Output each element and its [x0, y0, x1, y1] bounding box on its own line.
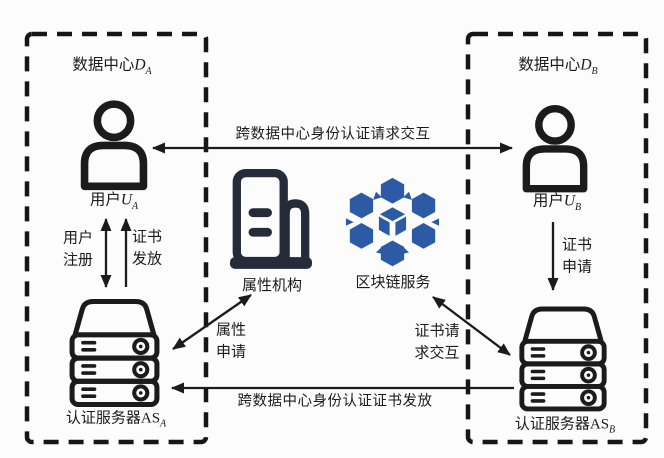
blockchain-shapes [345, 177, 440, 267]
user-b-head [535, 104, 575, 145]
server-a-label-cn: 认证服务器 [65, 410, 141, 427]
building-shapes [229, 168, 313, 269]
attr-apply-line2: 申请 [215, 344, 247, 360]
server-b-details [530, 344, 597, 407]
user-b-icon [522, 104, 588, 193]
cert-issue-line2: 发放 [131, 251, 163, 267]
server-a-icon [69, 298, 160, 408]
attr-apply-label: 属性 申请 [216, 320, 246, 364]
user-b-label: 用户UB [533, 191, 581, 216]
cross-issue-label: 跨数据中心身份认证证书发放 [237, 393, 433, 410]
server-b-label-sub: B [609, 424, 616, 436]
user-b-label-var: U [563, 192, 576, 210]
server-b-shapes [519, 306, 607, 412]
user-a-head [93, 100, 135, 142]
user-register-label: 用户 注册 [63, 228, 93, 272]
cert-apply-label: 证书 申请 [562, 235, 592, 279]
datacenter-a-title-cn: 数据中心 [72, 56, 135, 74]
user-b-label-cn: 用户 [532, 192, 564, 210]
attribute-authority-icon [229, 168, 313, 269]
cert-request-arrow [432, 296, 511, 356]
attribute-authority-label: 属性机构 [241, 278, 303, 295]
user-a-body [80, 141, 148, 191]
datacenter-b-title-sub: B [591, 65, 598, 77]
cert-apply-line1: 证书 [561, 237, 593, 254]
cert-issue-line1: 证书 [131, 229, 163, 246]
datacenter-a-box [24, 31, 209, 445]
user-a-label-var: U [120, 191, 133, 209]
cert-issue-label: 证书 发放 [132, 227, 162, 271]
server-b-label-cn: 认证服务器 [514, 416, 590, 433]
datacenter-b-title-cn: 数据中心 [518, 56, 581, 74]
user-b-body [522, 145, 588, 193]
server-a-details [81, 337, 150, 402]
server-a-label-sub: A [160, 418, 167, 430]
datacenter-a-title-var: D [134, 56, 146, 74]
datacenter-b-title: 数据中心DB [518, 55, 597, 80]
blockchain-service-icon [345, 177, 440, 267]
attr-apply-arrow [172, 294, 252, 350]
user-register-line2: 注册 [62, 252, 94, 268]
datacenter-b-title-var: D [580, 56, 592, 74]
server-a-label: 认证服务器ASA [66, 408, 166, 432]
datacenter-b-box [465, 31, 649, 445]
server-b-label: 认证服务器ASB [515, 414, 615, 438]
user-a-label-cn: 用户 [89, 191, 121, 209]
cert-apply-line2: 申请 [561, 259, 593, 275]
cert-request-label: 证书请 求交互 [414, 321, 459, 365]
server-b-label-var: AS [589, 416, 610, 433]
user-a-label-sub: A [132, 200, 139, 212]
cert-request-line2: 求交互 [414, 345, 460, 361]
server-a-shapes [69, 298, 160, 408]
user-b-label-sub: B [575, 201, 582, 213]
datacenter-a-title-sub: A [145, 65, 152, 77]
user-a-icon [80, 100, 148, 191]
server-a-label-var: AS [140, 410, 161, 427]
blockchain-service-label: 区块链服务 [355, 275, 431, 292]
attr-apply-line1: 属性 [215, 322, 247, 339]
cross-request-label: 跨数据中心身份认证请求交互 [235, 126, 431, 143]
datacenter-a-title: 数据中心DA [72, 55, 151, 80]
user-a-label: 用户UA [90, 190, 138, 215]
server-b-icon [519, 306, 607, 412]
user-register-line1: 用户 [62, 230, 94, 247]
cert-request-line1: 证书请 [414, 323, 460, 340]
